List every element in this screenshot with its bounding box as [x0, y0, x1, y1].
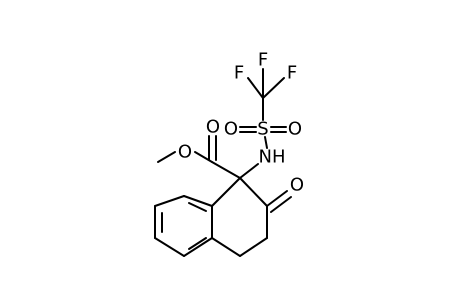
bond: [264, 136, 268, 149]
double-bond-inner: [188, 202, 207, 212]
bond: [183, 237, 213, 257]
saturated-ring: [211, 177, 268, 257]
sulfonamide-group: NH S O O: [224, 119, 302, 179]
ester-group: O O: [157, 117, 241, 179]
atom-label-o: O: [178, 142, 192, 163]
bond: [211, 237, 241, 257]
bond: [239, 237, 268, 257]
bond: [183, 195, 213, 207]
bond: [211, 177, 241, 207]
atom-label-o: O: [290, 175, 304, 196]
bond: [239, 163, 259, 179]
bond: [194, 151, 213, 163]
bond: [270, 196, 292, 213]
atom-label-f: F: [258, 50, 268, 71]
double-bond-inner: [188, 237, 207, 250]
atom-label-o: O: [224, 119, 238, 140]
bond: [239, 177, 268, 207]
bond: [247, 77, 264, 99]
benzene-ring: [154, 195, 213, 257]
bond: [154, 237, 185, 257]
trifluoromethyl-group: F F F: [234, 50, 297, 121]
ketone-group: O: [266, 175, 304, 213]
atom-label-o: O: [288, 119, 302, 140]
atom-label-s: S: [257, 119, 268, 140]
bond: [266, 190, 288, 207]
bond: [154, 195, 185, 207]
atom-label-f: F: [287, 63, 297, 84]
atom-label-f: F: [234, 63, 244, 84]
bond: [211, 161, 241, 179]
atom-label-nh: NH: [259, 147, 286, 168]
bond: [157, 151, 176, 163]
bond: [262, 77, 285, 99]
atom-label-o: O: [206, 117, 220, 138]
